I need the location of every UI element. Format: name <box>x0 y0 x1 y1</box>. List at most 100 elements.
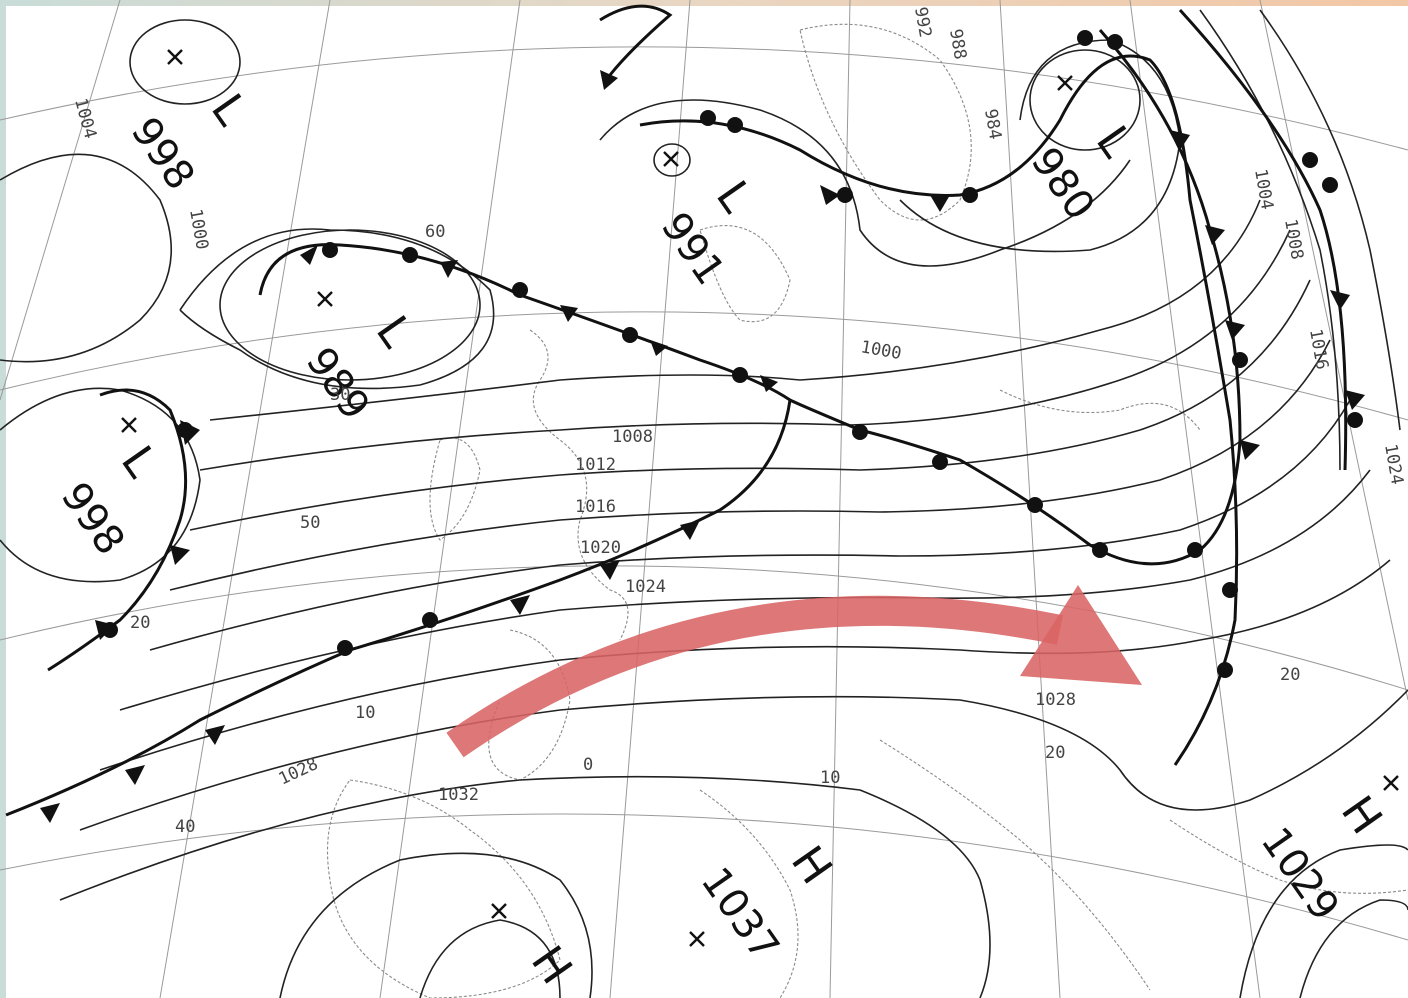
front-symbol <box>422 612 438 628</box>
isobar <box>199 229 1291 471</box>
front-symbol <box>1302 152 1318 168</box>
isobar <box>1199 9 1341 471</box>
arrow-shaft <box>446 595 1064 758</box>
front-symbol <box>40 803 60 823</box>
isobar <box>1259 9 1401 431</box>
occluded-front <box>47 388 188 672</box>
isobar-label: 1024 <box>625 577 666 597</box>
centre-mark <box>167 49 183 65</box>
front-symbols <box>40 30 1365 823</box>
front-symbol <box>560 305 578 322</box>
cold-front <box>599 4 673 76</box>
isobar <box>1029 49 1141 151</box>
graticule-label: 60 <box>425 222 445 242</box>
graticule-labels: 60 50 40 30 20 10 20 10 0 20 <box>130 222 1300 837</box>
isobar-label: 1016 <box>575 497 616 517</box>
graticule-label: 30 <box>330 385 350 405</box>
front-symbol <box>760 375 778 392</box>
front-symbol <box>1027 497 1043 513</box>
front-symbol <box>1107 34 1123 50</box>
longitude-line <box>829 0 851 998</box>
latitude-line <box>0 565 1408 691</box>
coastline <box>699 789 799 998</box>
centre-mark <box>1383 775 1399 791</box>
isobar-label: 1008 <box>612 427 653 447</box>
coastline <box>326 779 561 998</box>
graticule-label: 20 <box>130 613 150 633</box>
coastline <box>529 329 629 641</box>
front-symbol <box>1345 390 1365 410</box>
front-symbol <box>622 327 638 343</box>
front-symbol <box>1330 290 1350 310</box>
isobar <box>79 689 1408 831</box>
isobar <box>0 387 201 583</box>
front-symbol <box>300 245 318 265</box>
front-symbol <box>700 110 716 126</box>
front-symbol <box>930 195 950 212</box>
front-symbol <box>1240 440 1260 460</box>
graticule-label: 20 <box>1045 743 1065 763</box>
front-symbol <box>962 187 978 203</box>
front-symbol <box>337 640 353 656</box>
centre-mark <box>1057 75 1073 91</box>
isobar <box>149 399 1351 651</box>
front-symbol <box>837 187 853 203</box>
graticule-label: 0 <box>583 755 593 775</box>
coastline <box>429 437 481 541</box>
isobar-label: 1032 <box>438 785 479 805</box>
front-symbol <box>1225 320 1245 340</box>
front-symbol <box>322 242 338 258</box>
front-symbol <box>1232 352 1248 368</box>
front-symbol <box>402 247 418 263</box>
coastline <box>488 629 571 781</box>
front-symbol <box>600 560 620 580</box>
isobar <box>1239 844 1408 998</box>
longitude-line <box>159 0 331 998</box>
longitude-line <box>1129 0 1261 998</box>
front-symbol <box>680 520 700 540</box>
centre-mark <box>317 291 333 307</box>
front-symbol <box>1322 177 1338 193</box>
isobar <box>1299 899 1408 998</box>
latitude-line <box>0 46 1408 151</box>
isobar-label: 1020 <box>580 538 621 558</box>
front-symbol <box>205 725 225 745</box>
front-symbol <box>650 340 668 356</box>
front-symbol <box>170 545 190 565</box>
graticule-label: 50 <box>300 513 320 533</box>
front-symbol <box>1347 412 1363 428</box>
front-symbol <box>510 595 530 615</box>
front-symbol <box>177 422 193 438</box>
coastline <box>699 225 791 323</box>
latitude-line <box>0 311 1408 421</box>
front-symbol <box>852 424 868 440</box>
front-symbol <box>1205 225 1225 245</box>
latitude-line <box>0 813 1408 941</box>
front-symbol <box>125 765 145 785</box>
map-background <box>6 6 1408 998</box>
front-symbol <box>1222 582 1238 598</box>
isobar <box>599 99 1131 267</box>
coastline <box>879 739 1151 991</box>
isobar <box>189 279 1311 531</box>
isobar <box>279 852 593 998</box>
front-symbol <box>1170 130 1190 150</box>
front-symbol <box>440 260 458 278</box>
isobar <box>169 339 1331 591</box>
front-symbol <box>600 70 618 90</box>
coastline <box>1169 819 1408 894</box>
isobar <box>419 919 561 998</box>
front-symbol <box>1217 662 1233 678</box>
isobar <box>99 559 1391 771</box>
graticule-label: 10 <box>820 768 840 788</box>
front-symbol <box>1077 30 1093 46</box>
coastline <box>799 23 972 221</box>
centre-mark <box>491 903 507 919</box>
isobar-label: 1012 <box>575 455 616 475</box>
occluded-front <box>639 54 1239 766</box>
centre-mark <box>689 931 705 947</box>
graticule-label: 40 <box>175 817 195 837</box>
front-symbol <box>732 367 748 383</box>
